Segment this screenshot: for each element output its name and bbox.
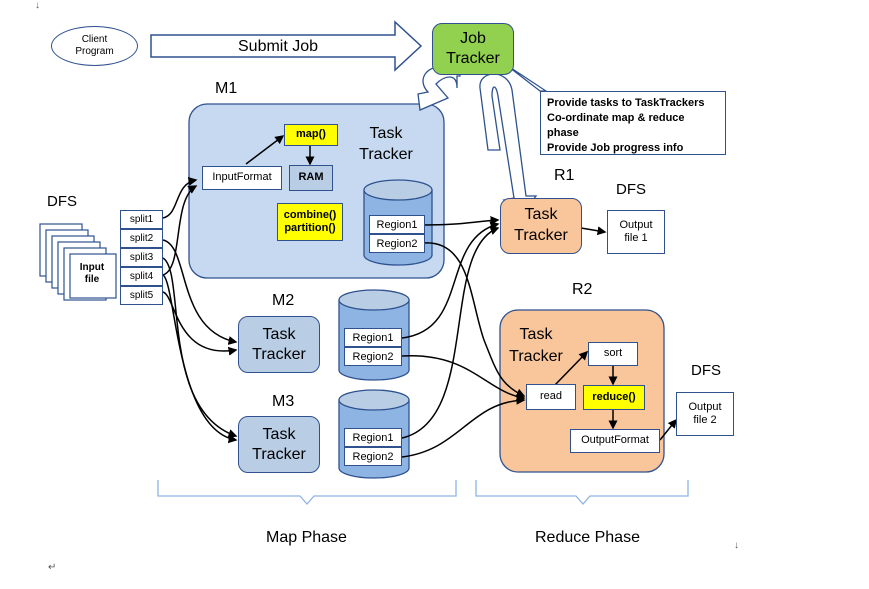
reduce-phase-label: Reduce Phase <box>535 529 640 546</box>
split-item: split3 <box>120 248 163 267</box>
job-tracker-note: Provide Job progress info <box>547 141 684 154</box>
m2-task-tracker: Task Tracker <box>238 316 320 373</box>
m1-tt-line2: Tracker <box>359 145 413 163</box>
m3-name: M3 <box>272 393 295 410</box>
split-item: split5 <box>120 286 163 305</box>
submit-job-arrow <box>150 20 423 72</box>
arrow-inputformat-to-map <box>245 135 285 165</box>
m3-region2: Region2 <box>344 447 402 466</box>
arrow-read-to-sort <box>553 350 589 387</box>
r1-output-line1: Output <box>619 218 653 231</box>
m1-partition: partition() <box>284 222 336 234</box>
reduce-phase-brace <box>475 480 689 505</box>
job-to-r1-uturn <box>479 73 538 215</box>
arrow-m3region2-to-r2 <box>401 395 526 458</box>
arrow-m2region2-to-r2 <box>401 355 526 402</box>
arrow-split2-to-m2 <box>162 239 238 345</box>
job-tracker-note: Provide tasks to TaskTrackers <box>547 97 705 109</box>
arrow-outputformat-to-output2 <box>659 418 677 441</box>
client-program-line2: Program <box>75 46 114 57</box>
r2-outputformat-box: OutputFormat <box>570 429 660 453</box>
m1-ram-box: RAM <box>289 165 333 191</box>
m3-tt-line2: Tracker <box>252 445 306 463</box>
m3-tt-line1: Task <box>262 425 296 443</box>
job-tracker-notes: Provide tasks to TaskTrackers Co-ordinat… <box>540 91 726 155</box>
input-file-line1: Input <box>79 262 105 273</box>
r1-task-tracker: Task Tracker <box>500 198 582 254</box>
m1-region2: Region2 <box>369 234 425 253</box>
map-phase-label: Map Phase <box>266 529 347 546</box>
r2-tt-line1: Task <box>519 326 553 343</box>
m1-inputformat-box: InputFormat <box>202 166 282 190</box>
input-file-line2: file <box>84 274 100 285</box>
m2-tt-line2: Tracker <box>252 345 306 363</box>
r1-output-file: Output file 1 <box>607 210 665 254</box>
split-item: split1 <box>120 210 163 229</box>
arrow-r1-to-output1 <box>580 226 607 236</box>
client-program-line1: Client <box>81 34 108 45</box>
m3-task-tracker: Task Tracker <box>238 416 320 473</box>
r2-reduce-box: reduce() <box>583 385 645 410</box>
r2-output-line2: file 2 <box>693 414 717 426</box>
r1-tt-line1: Task <box>524 206 558 224</box>
paragraph-mark-top: ↓ <box>35 0 40 11</box>
r1-dfs-label: DFS <box>616 181 646 198</box>
m3-region1: Region1 <box>344 428 402 447</box>
dfs-stacked-pages <box>39 223 117 301</box>
m1-task-tracker-label: Task Tracker <box>356 124 416 166</box>
input-file: Input file <box>72 256 112 292</box>
r2-read-box: read <box>526 384 576 410</box>
m1-combine: combine() <box>283 208 337 221</box>
m2-region1: Region1 <box>344 328 402 347</box>
client-program: Client Program <box>51 26 138 66</box>
job-tracker-line2: Tracker <box>446 50 500 67</box>
paragraph-mark-right: ↓ <box>734 540 739 551</box>
m2-region2: Region2 <box>344 347 402 366</box>
m2-tt-line1: Task <box>262 325 296 343</box>
r2-task-tracker-label: Task Tracker <box>506 324 566 369</box>
arrow-region2-to-r2read <box>423 242 526 397</box>
arrow-split4-to-m3 <box>162 274 238 444</box>
job-tracker-note: Co-ordinate map & reduce phase <box>547 111 685 139</box>
arrow-m3region1-to-r1 <box>401 226 500 439</box>
r1-tt-line2: Tracker <box>514 227 568 244</box>
job-tracker: Job Tracker <box>432 23 514 75</box>
m2-name: M2 <box>272 292 295 309</box>
arrow-split1-to-inputformat <box>162 176 198 219</box>
data-flow-arrows <box>162 135 677 458</box>
arrow-region1-to-r1 <box>423 216 500 226</box>
r2-output-line1: Output <box>688 400 722 413</box>
arrow-m2region1-to-r1 <box>401 221 500 339</box>
r2-dfs-label: DFS <box>691 362 721 379</box>
m1-name: M1 <box>215 80 238 97</box>
split-item: split4 <box>120 267 163 286</box>
map-phase-brace <box>157 480 457 505</box>
r2-name: R2 <box>572 281 593 298</box>
r1-name: R1 <box>554 167 575 184</box>
split-item: split2 <box>120 229 163 248</box>
r2-sort-box: sort <box>588 342 638 366</box>
r1-output-line2: file 1 <box>624 232 648 244</box>
arrow-split5-to-m2 <box>162 291 238 356</box>
arrow-split4-to-m1 <box>162 185 198 276</box>
m1-region1: Region1 <box>369 215 425 234</box>
dfs-left-label: DFS <box>47 193 77 210</box>
m1-map-box: map() <box>284 124 338 146</box>
m1-combine-partition-box: combine() partition() <box>277 203 343 241</box>
m1-tt-line1: Task <box>369 125 403 142</box>
r2-output-file: Output file 2 <box>676 392 734 436</box>
job-tracker-line1: Job <box>460 30 486 47</box>
paragraph-mark-bottom: ↵ <box>48 562 57 573</box>
submit-job-label: Submit Job <box>238 38 319 55</box>
r2-tt-line2: Tracker <box>509 348 563 366</box>
